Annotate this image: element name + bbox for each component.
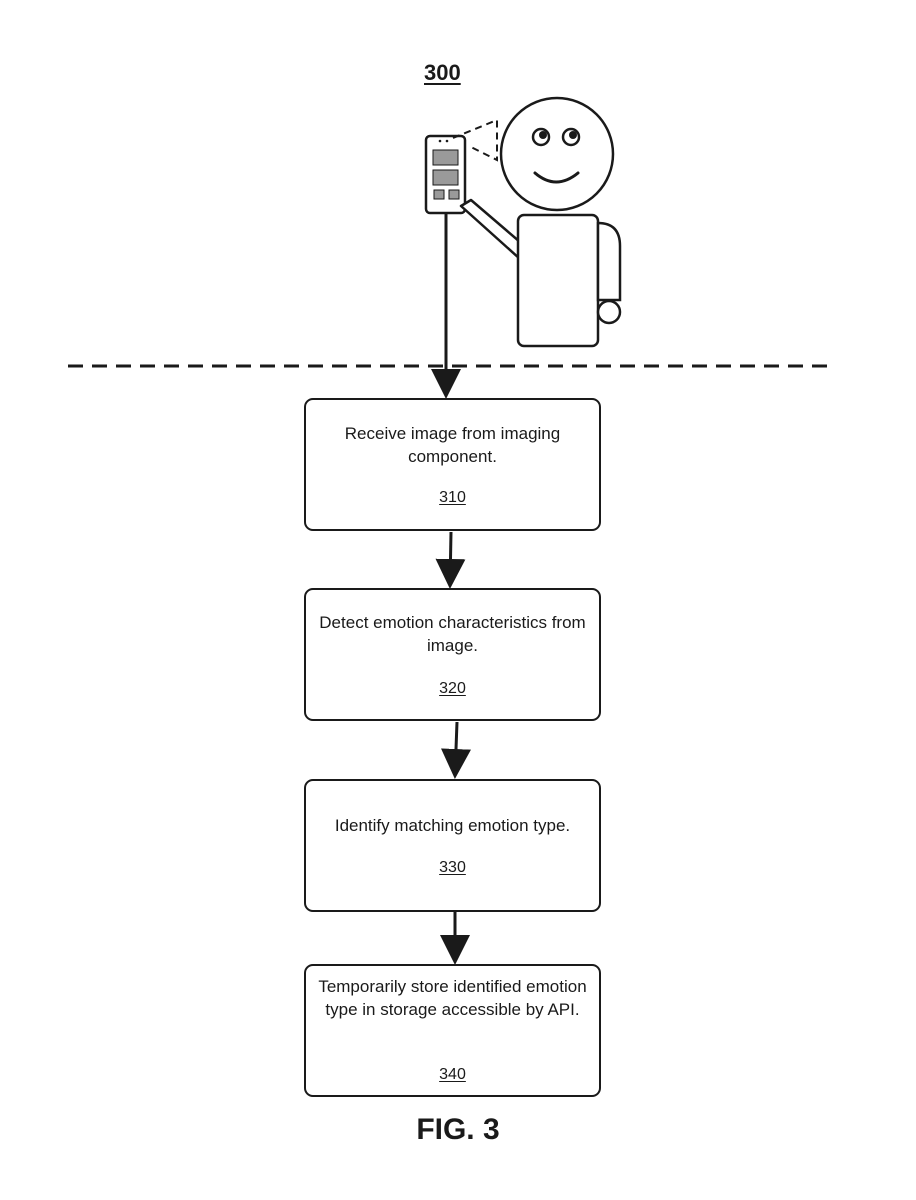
step-text: Temporarily store identified emotion typ… (318, 977, 587, 1019)
figure-reference: 300 (424, 60, 461, 85)
step-box-320: Detect emotion characteristics from imag… (304, 588, 601, 721)
step-box-330: Identify matching emotion type. 330 (304, 779, 601, 912)
step-text: Detect emotion characteristics from imag… (319, 613, 586, 655)
step-number: 310 (439, 489, 466, 506)
step-number: 330 (439, 859, 466, 876)
arrow-310-to-320 (435, 531, 466, 589)
figure-caption: FIG. 3 (416, 1113, 500, 1146)
step-box-340: Temporarily store identified emotion typ… (304, 964, 601, 1097)
arrow-320-to-330 (441, 721, 471, 779)
step-text: Receive image from imaging component. (344, 424, 561, 466)
step-box-310: Receive image from imaging component. 31… (304, 398, 601, 531)
step-number: 340 (439, 1066, 466, 1083)
person-icon (459, 96, 622, 348)
step-number: 320 (439, 680, 466, 697)
step-text: Identify matching emotion type. (334, 816, 571, 835)
smartphone-icon (424, 134, 467, 215)
